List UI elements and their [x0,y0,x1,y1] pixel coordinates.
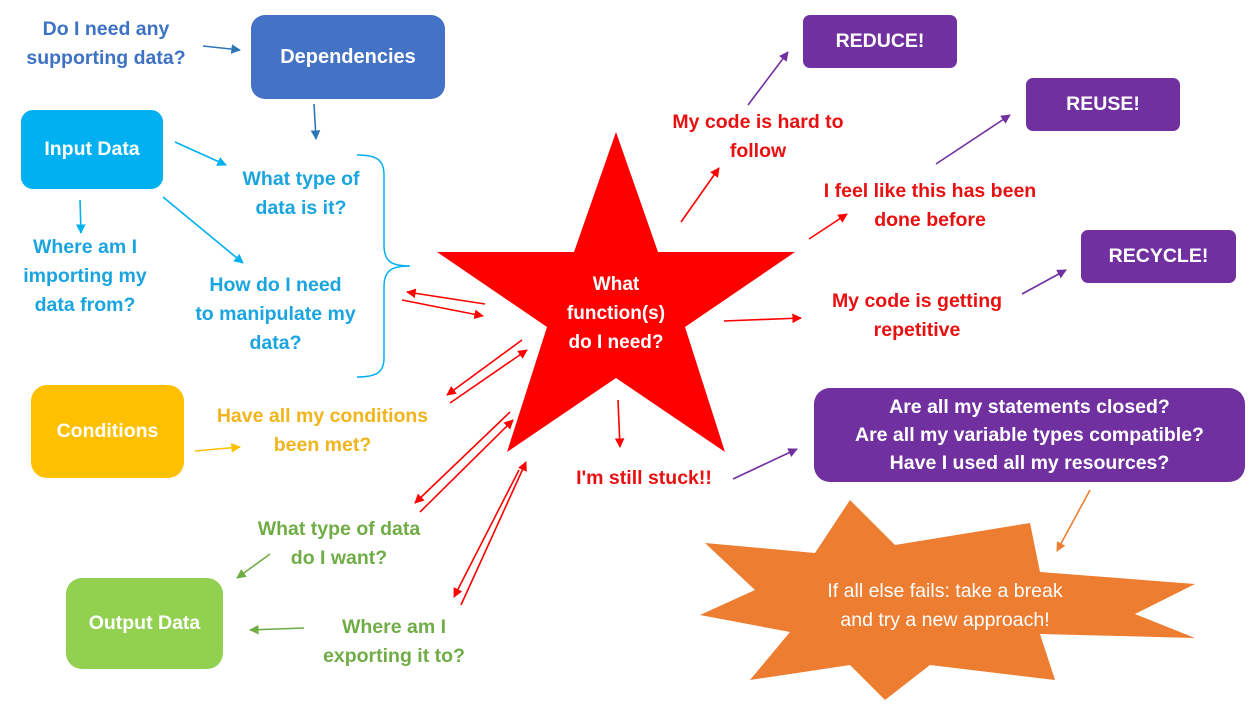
arrow-star-to-stuck [614,399,625,448]
arrow-input-to-type [174,141,227,166]
conditions-box: Conditions [31,385,184,478]
arrow-to-reuse [935,114,1011,165]
arrow-to-reduce [747,51,789,106]
input-data-box: Input Data [21,110,163,189]
arrow-star-export-out [453,469,520,598]
recycle-box: RECYCLE! [1081,230,1236,283]
arrow-conditions [194,442,241,453]
output-data-box: Output Data [66,578,223,669]
arrow-star-cond-out [446,339,523,396]
checklist-box: Are all my statements closed? Are all my… [814,388,1245,482]
arrow-supporting-to-dependencies [202,44,241,54]
arrow-star-export-in [460,461,527,606]
arrow-dependencies-down [310,103,321,140]
arrow-output-type [236,553,271,579]
arrow-to-checklist [732,448,798,480]
arrow-star-output-out [414,411,511,504]
arrow-star-left-in [401,299,484,320]
arrow-to-recycle [1021,269,1067,295]
checklist-line: Are all my variable types compatible? [855,424,1204,446]
curly-brace [356,154,411,378]
arrow-star-to-repetitive [723,313,802,324]
arrow-input-to-importing [75,199,86,234]
checklist-line: Have I used all my resources? [889,452,1170,474]
arrow-star-to-done-before [808,213,848,240]
reuse-box: REUSE! [1026,78,1180,131]
central-star-shape [437,132,795,452]
reduce-box: REDUCE! [803,15,957,68]
arrow-to-burst [1056,489,1091,552]
arrow-input-to-manipulate [162,196,244,264]
arrow-star-output-in [419,419,514,513]
dependencies-box: Dependencies [251,15,445,99]
burst-shape [700,500,1195,700]
arrow-exporting [249,624,305,635]
checklist-line: Are all my statements closed? [889,396,1170,418]
arrow-star-left-out [406,288,486,305]
arrow-star-cond-in [449,349,528,404]
arrow-star-to-follow [680,167,720,223]
question-still-stuck: I'm still stuck!! [576,467,712,489]
